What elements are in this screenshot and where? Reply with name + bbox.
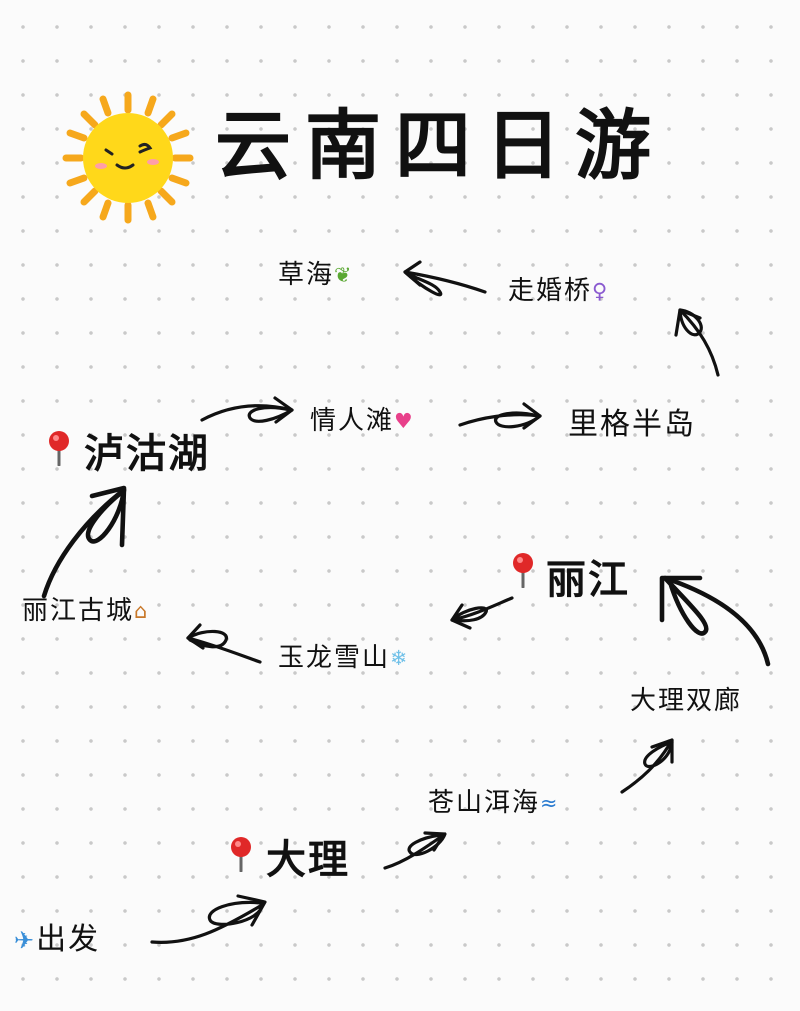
stop-dali-corridor: 大理双廊 <box>630 686 743 716</box>
stop-label: 草海 <box>278 260 335 290</box>
stop-depart: ✈出发 <box>14 925 100 955</box>
arrow-corridor-to-lijiang <box>659 575 771 667</box>
stop-lijiang-old-town: 丽江古城⌂ <box>22 598 149 624</box>
stop-label: 情人滩 <box>310 406 395 436</box>
arrow-depart-to-dali <box>150 894 267 944</box>
stop-lige-peninsula: 里格半岛 <box>568 407 696 442</box>
stop-grass-sea: 草海❦ <box>278 262 353 288</box>
stop-label: 玉龙雪山 <box>278 643 391 673</box>
wave-icon: ≈ <box>540 791 560 816</box>
arrow-walking-bridge-to-grass-sea <box>403 260 487 297</box>
stop-lovers-beach: 情人滩♥ <box>310 408 415 434</box>
stop-jade-dragon: 玉龙雪山❄ <box>278 645 409 671</box>
arrow-cangshan-to-corridor <box>620 738 674 794</box>
arrow-lovers-beach-to-lige <box>458 402 542 430</box>
arrow-jade-dragon-to-old-town <box>186 623 262 664</box>
leaf-icon: ❦ <box>334 263 354 288</box>
arrow-old-town-to-lugu <box>41 485 127 599</box>
stop-cangshan: 苍山洱海≈ <box>428 790 559 816</box>
arrow-lijiang-to-jade-dragon <box>450 596 514 630</box>
location-pin-icon <box>513 553 533 588</box>
stop-label: 苍山洱海 <box>428 788 541 818</box>
sun-icon <box>62 91 194 224</box>
airplane-icon: ✈ <box>14 926 37 955</box>
stop-walking-bridge: 走婚桥♀ <box>508 278 609 304</box>
page-title: 云南四日游 <box>215 101 665 190</box>
snowflake-icon: ❄ <box>390 646 410 671</box>
arrow-lige-to-walking-bridge <box>674 308 720 377</box>
arrow-dali-to-cangshan <box>383 831 447 870</box>
walking-person-icon: ♀ <box>592 279 610 304</box>
location-pin-icon <box>231 837 251 872</box>
location-pin-icon <box>49 431 69 466</box>
stop-label: 出发 <box>36 922 101 957</box>
house-icon: ⌂ <box>134 599 150 624</box>
stop-dali: 大理 <box>266 837 350 883</box>
arrow-lugu-to-lovers-beach <box>200 396 294 424</box>
heart-icon: ♥ <box>394 409 415 434</box>
stop-lugu-lake: 泸沽湖 <box>84 431 210 477</box>
stop-label: 丽江古城 <box>22 596 135 626</box>
stop-label: 走婚桥 <box>508 276 593 306</box>
stop-lijiang: 丽江 <box>546 557 630 603</box>
